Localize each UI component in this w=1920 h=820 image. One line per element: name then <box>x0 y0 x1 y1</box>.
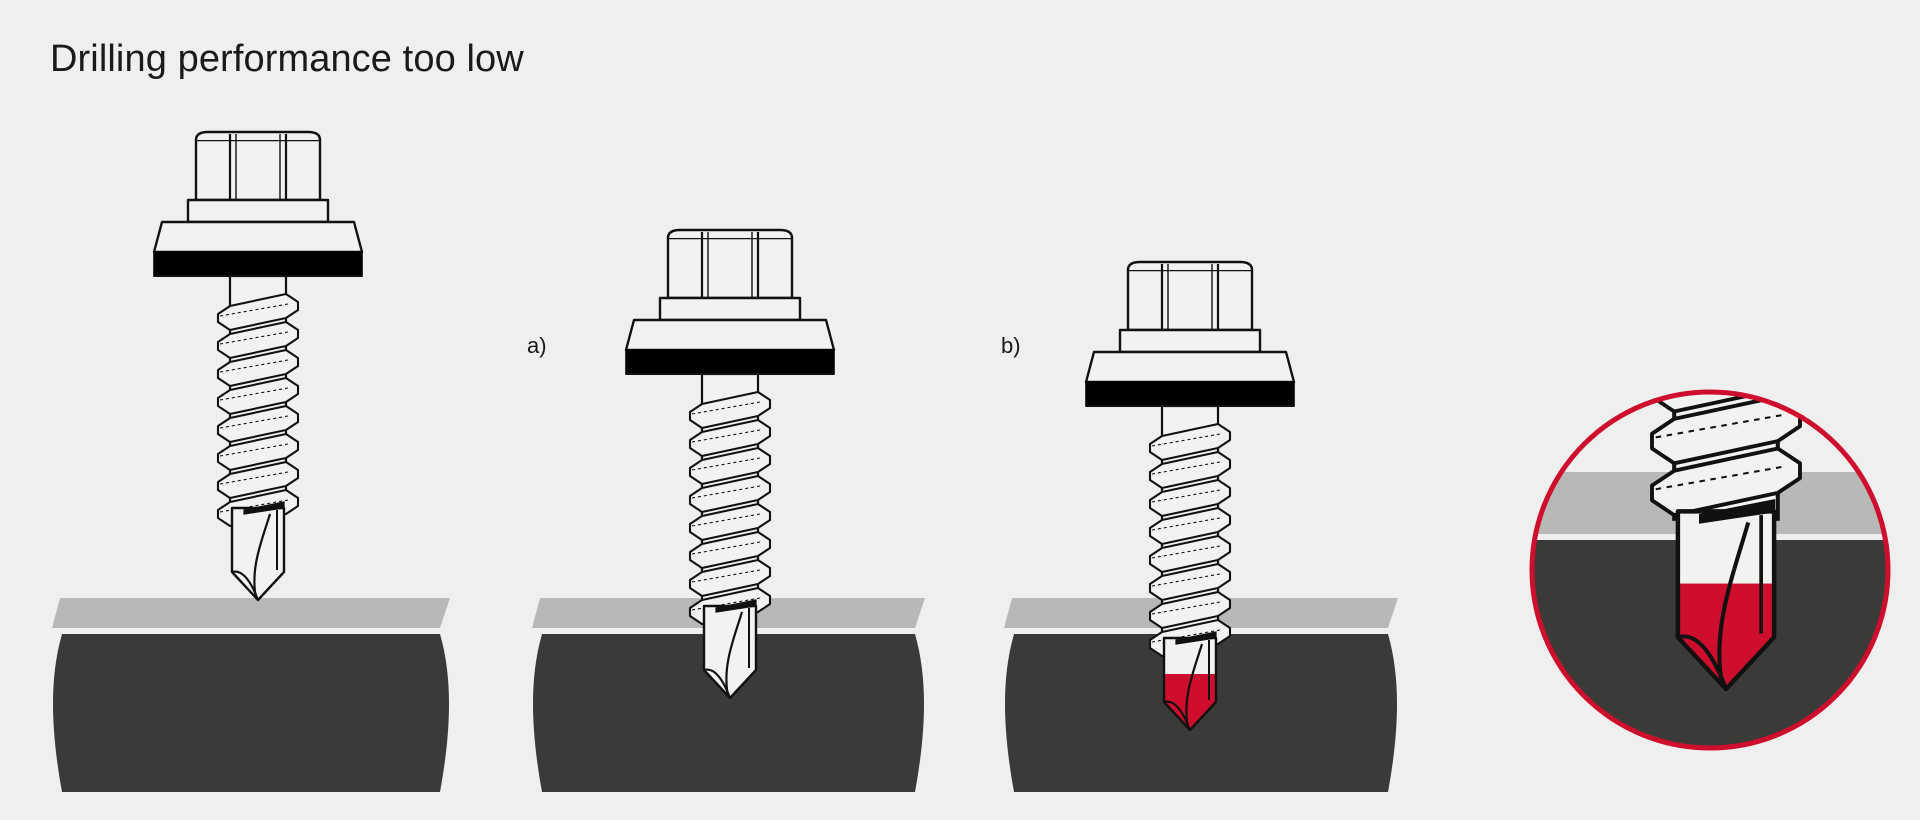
detail-circle-outline <box>1529 389 1891 751</box>
screw-thread-1 <box>216 274 300 528</box>
substrate-dark-body-2 <box>533 634 924 792</box>
screw-hex-head-2 <box>624 228 836 376</box>
panel-3-group <box>1004 260 1398 792</box>
page-title: Drilling performance too low <box>50 38 524 80</box>
screw-thread-2 <box>688 372 772 626</box>
screw-hex-head-3 <box>1084 260 1296 408</box>
panel-label-b: b) <box>1001 333 1021 358</box>
substrate-light-layer-1 <box>52 598 450 628</box>
screw-hex-head-1 <box>152 130 364 278</box>
panel-label-a: a) <box>527 333 547 358</box>
panel-2-group <box>532 228 925 792</box>
screw-thread-3 <box>1148 404 1232 658</box>
substrate-dark-body-1 <box>53 634 449 792</box>
screw-assembly-1 <box>152 130 364 602</box>
screw-drill-tip-1 <box>230 500 286 602</box>
detail-circle-group <box>1529 389 1891 751</box>
panel-1-group <box>52 130 450 792</box>
